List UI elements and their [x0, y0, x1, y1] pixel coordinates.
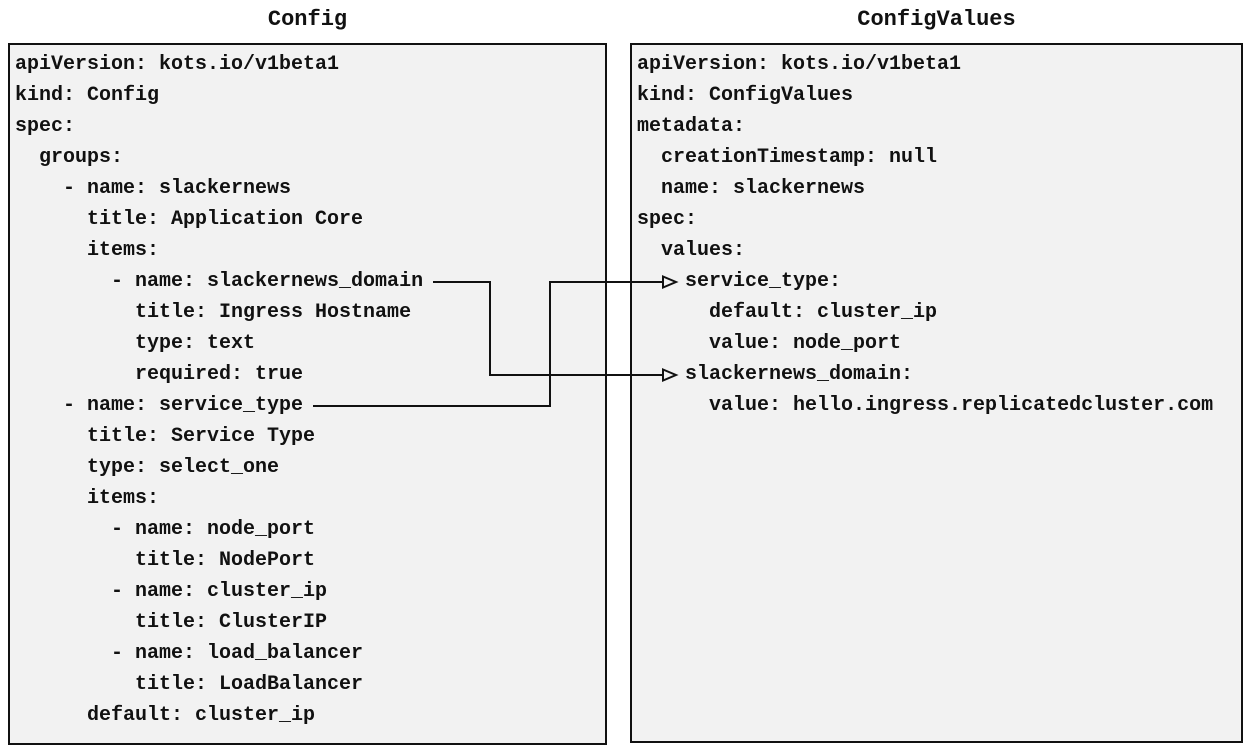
configvalues-panel: apiVersion: kots.io/v1beta1 kind: Config…	[630, 43, 1243, 743]
configvalues-yaml-code: apiVersion: kots.io/v1beta1 kind: Config…	[637, 53, 1214, 417]
configvalues-panel-title: ConfigValues	[857, 7, 1016, 32]
config-yaml-code: apiVersion: kots.io/v1beta1 kind: Config…	[15, 53, 424, 727]
config-panel-title: Config	[267, 7, 348, 32]
config-panel: apiVersion: kots.io/v1beta1 kind: Config…	[8, 43, 607, 745]
